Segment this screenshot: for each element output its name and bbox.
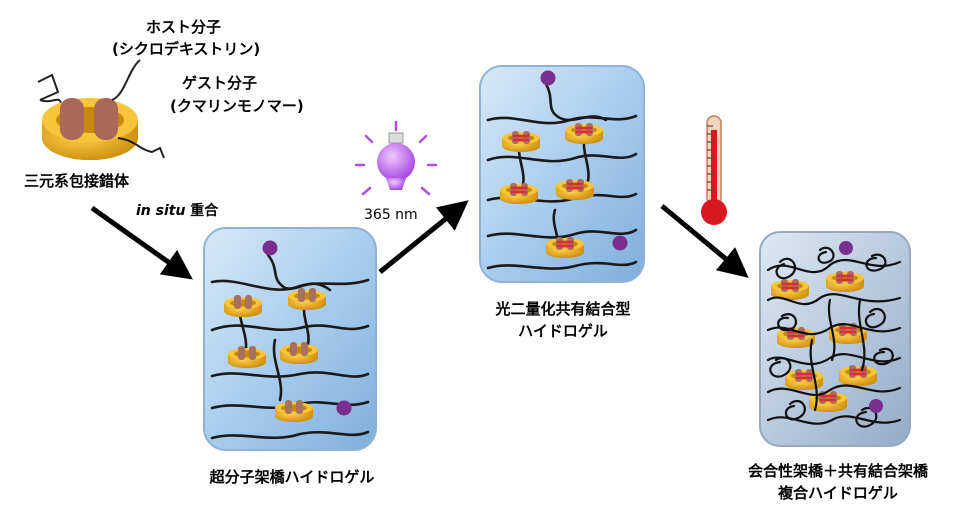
arrow-polymerization [90,205,193,280]
composite-gel-illustration [759,231,911,447]
guest-label-line1: ゲスト分子 [182,74,258,92]
host-label-line2: (シクロデキストリン) [112,40,261,58]
uv-bulb-icon [354,120,438,196]
guest-label-line2: (クマリンモノマー) [170,97,304,115]
covalent-gel-label-line2: ハイドロゲル [518,322,608,340]
thermometer-icon [701,115,727,225]
covalent-gel-label-line1: 光二量化共有結合型 [495,300,631,318]
ternary-complex-illustration [37,59,165,160]
supramolecular-gel-label: 超分子架橋ハイドロゲル [209,468,375,486]
host-label-line1: ホスト分子 [146,18,222,36]
composite-gel-label-line1: 会合性架橋＋共有結合架橋 [747,462,928,480]
arrow-heating [660,204,749,278]
wavelength-label: 365 nm [364,207,418,223]
polymerization-label: in situ 重合 [136,202,218,221]
polymerization-suffix: 重合 [185,203,219,219]
arrow-photodimerization [378,200,469,274]
ternary-complex-label: 三元系包接錯体 [24,172,130,190]
covalent-gel-illustration [479,65,645,283]
polymerization-italic: in situ [136,203,186,219]
supramolecular-gel-illustration [203,227,377,451]
composite-gel-label-line2: 複合ハイドロゲル [778,484,898,502]
